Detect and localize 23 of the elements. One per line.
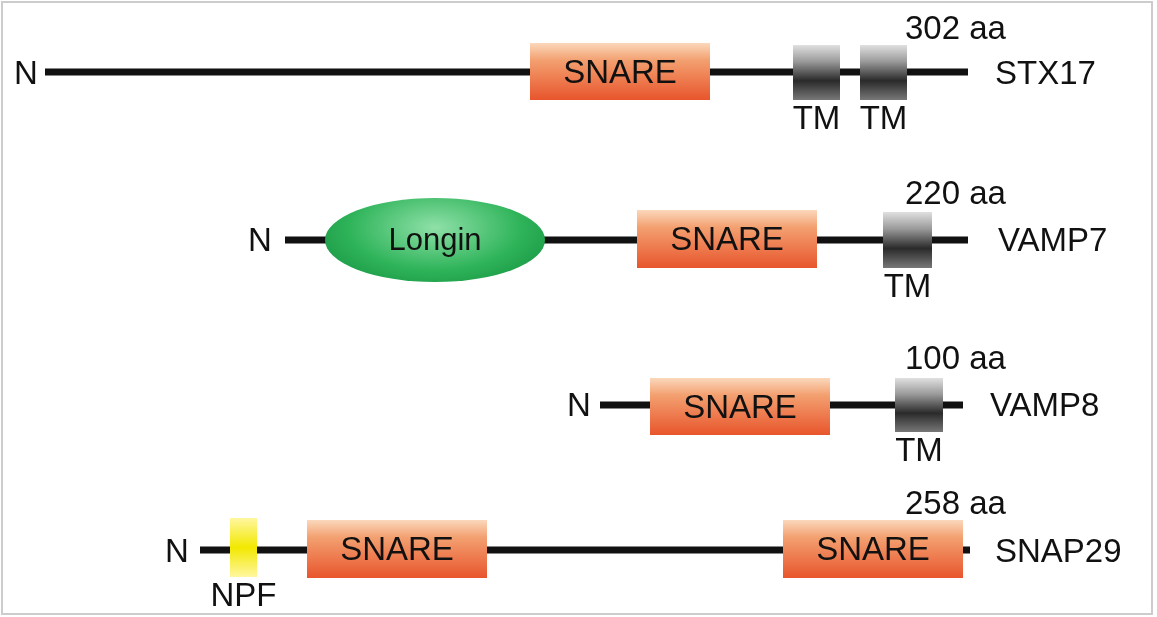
domain-label: TM (791, 100, 842, 136)
length-label: 258 aa (905, 485, 1006, 521)
n-terminus-label: N (567, 387, 591, 423)
n-terminus-label: N (248, 222, 272, 258)
n-terminus-label: N (165, 533, 189, 569)
domain-label: NPF (209, 577, 278, 613)
n-terminus-label: N (14, 55, 38, 91)
snare-domain: SNARE (307, 520, 487, 578)
protein-name: STX17 (995, 55, 1096, 91)
snare-domain: SNARE (637, 210, 817, 268)
snare-domain: SNARE (650, 378, 830, 435)
snare-domain: SNARE (530, 43, 710, 100)
length-label: 302 aa (905, 10, 1006, 46)
longin-domain: Longin (325, 198, 545, 282)
snare-domain: SNARE (783, 520, 963, 578)
length-label: 100 aa (905, 340, 1006, 376)
length-label: 220 aa (905, 175, 1006, 211)
domain-label: TM (882, 268, 933, 304)
domain-label: TM (894, 432, 944, 468)
protein-name: VAMP7 (998, 222, 1108, 258)
domain-label: TM (858, 100, 909, 136)
protein-name: VAMP8 (990, 387, 1100, 423)
protein-name: SNAP29 (995, 533, 1122, 569)
